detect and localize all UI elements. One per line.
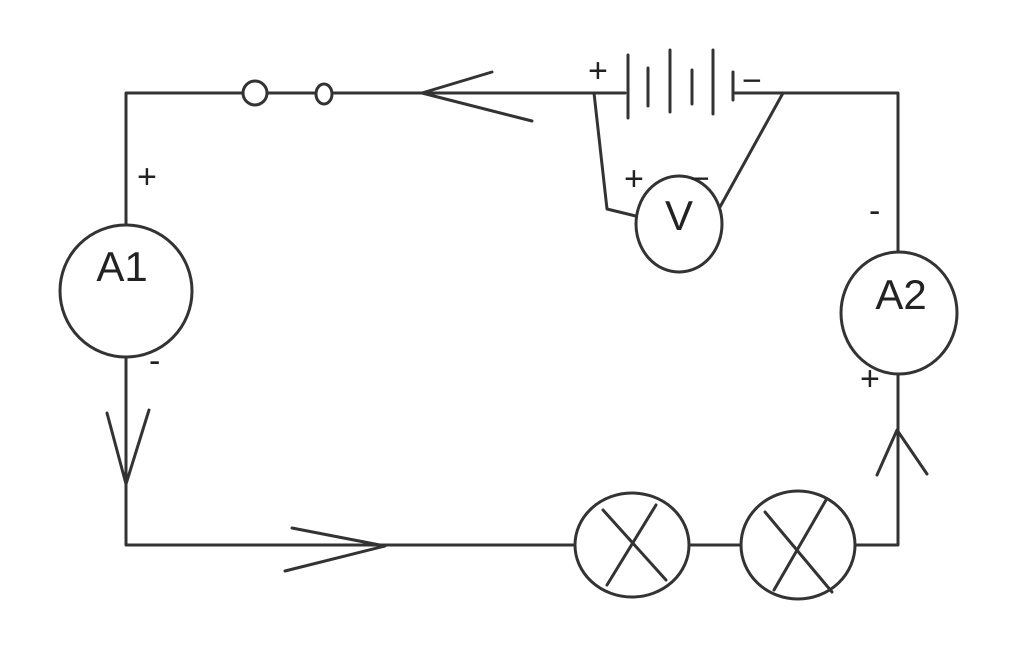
voltmeter-body: [634, 174, 724, 274]
ammeter-a1-label: A1: [96, 243, 147, 290]
wire-top-left: [124, 91, 245, 227]
voltmeter-lead-right: [718, 91, 785, 209]
switch-contact-left: [241, 79, 269, 107]
circuit-wires: [124, 91, 900, 547]
ammeter-a2-body: [839, 250, 959, 376]
voltmeter-plus-label: +: [624, 160, 644, 198]
lamp-2-body: [739, 489, 857, 601]
battery: + −: [588, 48, 762, 120]
wire-right-lower: [853, 372, 900, 547]
current-arrow-top: [420, 70, 534, 123]
wire-bottom: [124, 355, 577, 547]
current-arrow-right: [875, 428, 929, 477]
voltmeter-lead-left: [592, 91, 642, 219]
voltmeter-label: V: [665, 192, 693, 239]
ammeter-a1-body: [58, 223, 194, 359]
switch: [241, 79, 334, 107]
ammeter-a2-plus-label: +: [860, 360, 880, 398]
lamp-1-filament: [605, 503, 658, 587]
lamp-1-filament: [601, 508, 668, 582]
ammeter-a2-label: A2: [875, 271, 926, 318]
ammeter-a1-plus-label: +: [137, 158, 157, 196]
current-arrow-left: [105, 408, 151, 486]
lamp-2: [739, 489, 857, 601]
lamp-1: [573, 491, 691, 599]
voltmeter-minus-label: −: [690, 160, 710, 198]
switch-contact-right: [314, 82, 334, 106]
wire-top-right: [733, 91, 900, 254]
ammeter-a1-minus-label: -: [149, 342, 160, 380]
battery-plus-label: +: [588, 52, 608, 90]
ammeter-a2-minus-label: -: [869, 192, 880, 230]
voltmeter: V + −: [592, 91, 785, 274]
lamp-2-filament: [772, 498, 828, 592]
ammeter-a1: A1 + -: [58, 158, 194, 380]
battery-minus-label: −: [742, 62, 762, 100]
current-arrow-bottom: [283, 526, 387, 573]
current-arrows: [105, 70, 929, 573]
lamp-2-filament: [763, 510, 834, 594]
ammeter-a2: A2 - +: [839, 192, 959, 398]
